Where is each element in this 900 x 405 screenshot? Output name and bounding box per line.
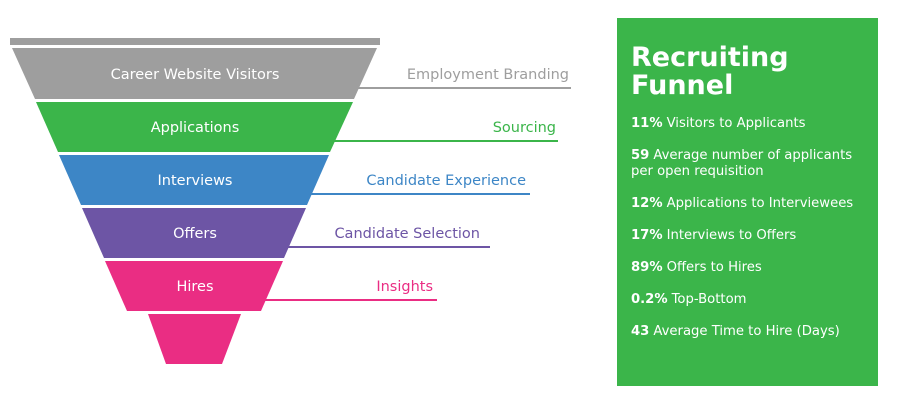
stat-text: Offers to Hires xyxy=(666,260,762,275)
stat-text: Applications to Interviewees xyxy=(666,196,854,211)
annotation-candidate-experience: Candidate Experience xyxy=(308,173,530,195)
annotation-label: Insights xyxy=(376,279,433,295)
annotation-label: Candidate Selection xyxy=(334,226,480,242)
funnel-segment xyxy=(36,102,353,152)
annotation-employment-branding: Employment Branding xyxy=(354,67,571,89)
stat-text: Visitors to Applicants xyxy=(666,116,806,131)
annotation-label: Candidate Experience xyxy=(366,173,526,189)
stat-value: 59 xyxy=(631,148,650,163)
stage-label: Applications xyxy=(151,120,240,136)
stat-offers-to-hires: 89%Offers to Hires xyxy=(631,260,864,276)
stage-label: Interviews xyxy=(158,173,233,189)
funnel-segment xyxy=(105,261,283,311)
funnel-stage-hires: Hires xyxy=(105,261,283,311)
funnel-segment xyxy=(59,155,329,205)
stat-text: Average number of applicants per open re… xyxy=(631,148,853,179)
funnel-segment xyxy=(82,208,306,258)
funnel-stage-interviews: Interviews xyxy=(59,155,329,205)
stat-value: 0.2% xyxy=(631,292,668,307)
panel-title: Recruiting Funnel xyxy=(631,42,789,101)
annotation-candidate-selection: Candidate Selection xyxy=(286,226,490,248)
annotation-insights: Insights xyxy=(264,279,437,301)
recruiting-stats-panel: Recruiting Funnel 11%Visitors to Applica… xyxy=(617,18,878,386)
stat-value: 12% xyxy=(631,196,663,211)
annotation-label: Sourcing xyxy=(493,120,556,136)
stat-value: 11% xyxy=(631,116,663,131)
stat-text: Interviews to Offers xyxy=(666,228,797,243)
stat-top-bottom: 0.2%Top-Bottom xyxy=(631,292,864,308)
stat-value: 89% xyxy=(631,260,663,275)
stat-text: Top-Bottom xyxy=(671,292,747,307)
stat-text: Average Time to Hire (Days) xyxy=(653,324,840,339)
funnel-stage-career-website-visitors: Career Website Visitors xyxy=(12,48,377,99)
funnel-stage-applications: Applications xyxy=(36,102,353,152)
stat-visitors-to-applicants: 11%Visitors to Applicants xyxy=(631,116,864,132)
annotation-sourcing: Sourcing xyxy=(332,120,558,142)
funnel-top-bar xyxy=(10,38,380,45)
funnel-stage-offers: Offers xyxy=(82,208,306,258)
funnel-spout xyxy=(148,314,241,364)
stage-label: Offers xyxy=(173,226,217,242)
stage-label: Career Website Visitors xyxy=(111,67,280,83)
stat-interviews-to-offers: 17%Interviews to Offers xyxy=(631,228,864,244)
stage-label: Hires xyxy=(176,279,213,295)
stat-applications-to-interviewees: 12%Applications to Interviewees xyxy=(631,196,864,212)
annotation-label: Employment Branding xyxy=(407,67,569,83)
funnel-segment xyxy=(12,48,377,99)
recruiting-funnel-diagram: Career Website Visitors Applications Int… xyxy=(10,38,571,364)
stat-value: 17% xyxy=(631,228,663,243)
stat-value: 43 xyxy=(631,324,650,339)
